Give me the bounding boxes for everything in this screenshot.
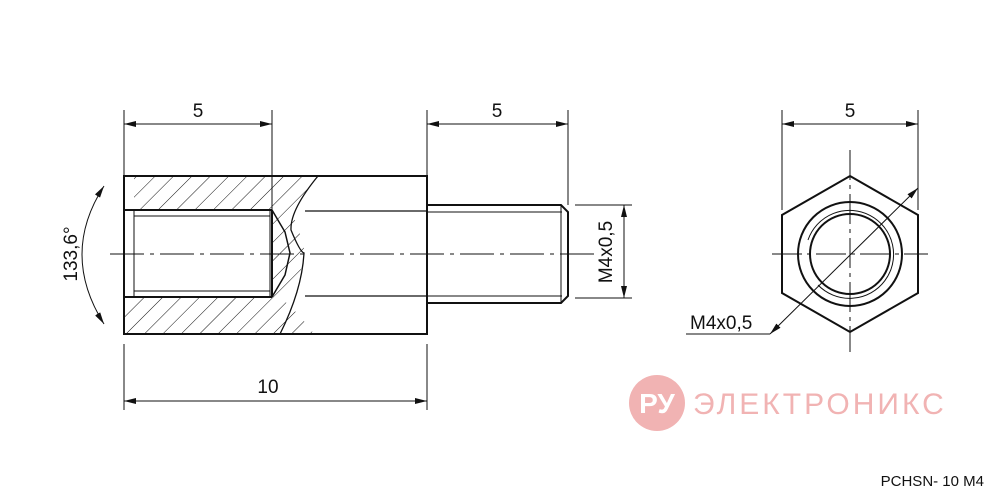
- dim-arc-countersink-angle: [81, 185, 105, 325]
- body-outline: [123, 175, 428, 335]
- section-hatch-bottom: [124, 297, 314, 334]
- end-view: 5 M4x0,5: [686, 101, 928, 352]
- dim-text-stud-length: 5: [492, 101, 503, 122]
- dim-text-internal-thread: M4x0,5: [690, 313, 752, 334]
- leader-internal-thread: [769, 187, 919, 335]
- section-break-line: [279, 175, 319, 335]
- watermark-text: ЭЛЕКТРОНИКС: [693, 388, 947, 421]
- dim-text-overall-length: 10: [257, 377, 278, 398]
- part-code: PCHSN- 10 M4: [880, 473, 984, 490]
- section-hatch-top: [124, 176, 318, 211]
- stud-outline: [427, 204, 569, 304]
- watermark-logo: РУ ЭЛЕКТРОНИКС: [629, 375, 947, 431]
- watermark-badge: [629, 375, 685, 431]
- drill-cone: [271, 209, 291, 298]
- watermark-badge-text: РУ: [639, 388, 675, 419]
- dim-text-bore-depth: 5: [193, 101, 204, 122]
- dim-text-countersink-angle: 133,6°: [61, 226, 82, 281]
- side-view: 5 5 10 M4x0,5 133,6°: [61, 101, 632, 410]
- dim-text-hex-width: 5: [845, 101, 856, 122]
- dim-text-stud-thread: M4x0,5: [596, 221, 617, 283]
